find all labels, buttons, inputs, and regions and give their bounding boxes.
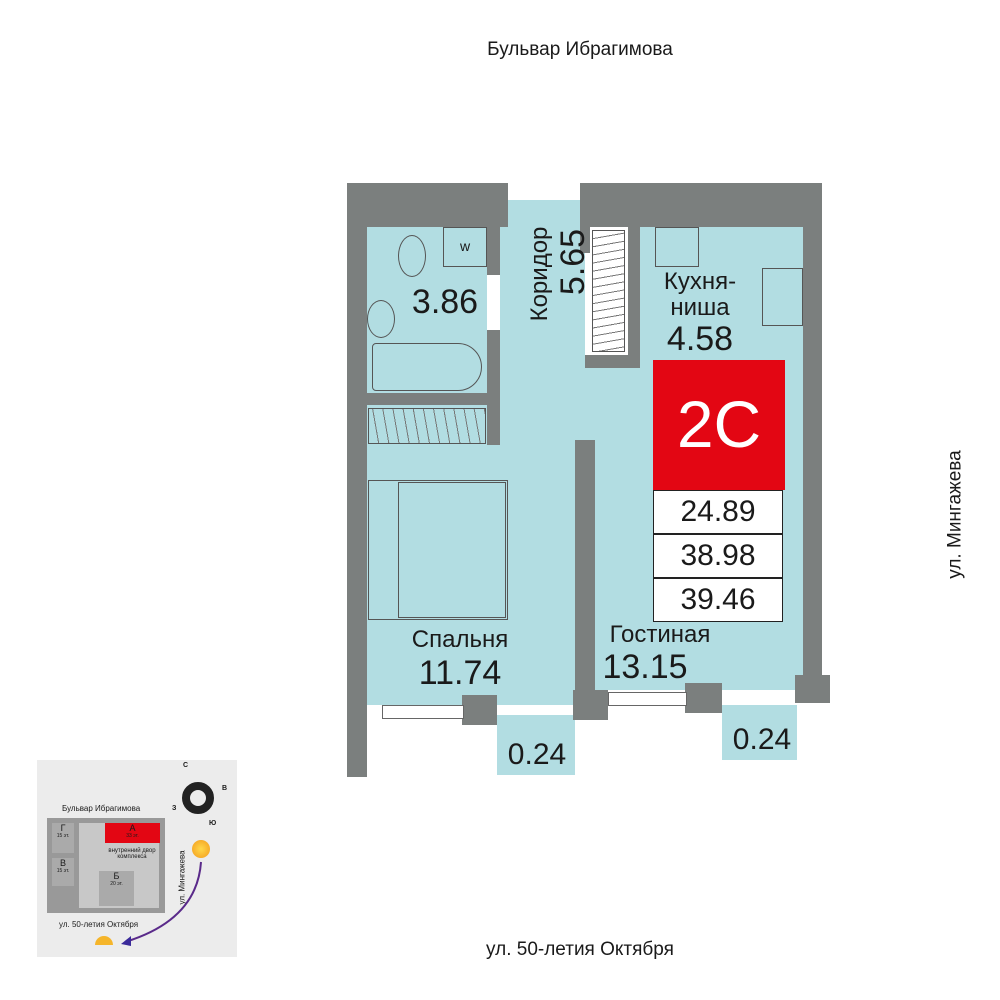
wardrobe-icon [592, 230, 625, 352]
bed-blanket [398, 482, 506, 618]
living-area: 13.15 [602, 648, 688, 686]
bedroom-area: 11.74 [418, 654, 502, 692]
bathtub-icon [372, 343, 482, 391]
wall [585, 355, 640, 368]
kitchen-floor [640, 227, 803, 367]
bedroom-name: Спальня [411, 626, 509, 653]
kitchen-sink-icon [762, 268, 803, 326]
wall [487, 205, 500, 275]
wall [575, 440, 595, 715]
wall [795, 675, 830, 703]
kitchen-name-2: ниша [670, 294, 730, 321]
total-with-balcony-value: 39.46 [653, 578, 783, 622]
compass-w: З [172, 805, 177, 812]
wall [487, 330, 500, 445]
wall [685, 683, 722, 713]
wall [580, 183, 590, 253]
balcony-left-area: 0.24 [507, 738, 567, 771]
wall [580, 183, 822, 227]
minimap-street-top: Бульвар Ибрагимова [62, 804, 141, 813]
wall [367, 393, 487, 405]
wall [462, 695, 497, 725]
total-area-value: 38.98 [653, 534, 783, 578]
kitchen-area: 4.58 [666, 320, 734, 358]
bathroom-area: 3.86 [411, 283, 479, 321]
corridor-area: 5.65 [554, 228, 592, 296]
wall [347, 183, 508, 227]
compass-n: С [183, 762, 189, 769]
sunset-icon [95, 936, 113, 945]
kitchen-name-1: Кухня- [663, 268, 737, 295]
living-name: Гостиная [609, 621, 711, 648]
street-top: Бульвар Ибрагимова [487, 39, 673, 60]
street-bottom: ул. 50-летия Октября [486, 939, 674, 960]
bed-icon [368, 480, 508, 620]
sun-icon [192, 840, 210, 858]
sun-path-arrow [121, 861, 202, 946]
compass-icon [182, 782, 214, 814]
living-area-value: 24.89 [653, 490, 783, 534]
wardrobe-icon [368, 408, 486, 444]
compass-e: В [222, 785, 228, 792]
compass-s: Ю [209, 820, 217, 827]
street-right: ул. Мингажева [944, 450, 966, 579]
balcony-right-area: 0.24 [732, 723, 792, 756]
wall [803, 183, 822, 693]
bedroom-floor [367, 405, 577, 705]
wall [573, 690, 608, 720]
stove-icon [655, 227, 699, 267]
wall [347, 183, 367, 777]
balcony-right-floor [722, 705, 797, 760]
window [382, 705, 464, 719]
corridor-name: Коридор [526, 226, 553, 322]
toilet-icon [398, 235, 426, 277]
wall [628, 227, 640, 367]
balcony-left-floor [497, 715, 575, 775]
apartment-type-badge: 2С [653, 360, 785, 490]
minimap-street-bottom: ул. 50-летия Октября [59, 920, 139, 929]
window [608, 692, 687, 706]
sink-icon [367, 300, 395, 338]
washer-icon: w [443, 227, 487, 267]
